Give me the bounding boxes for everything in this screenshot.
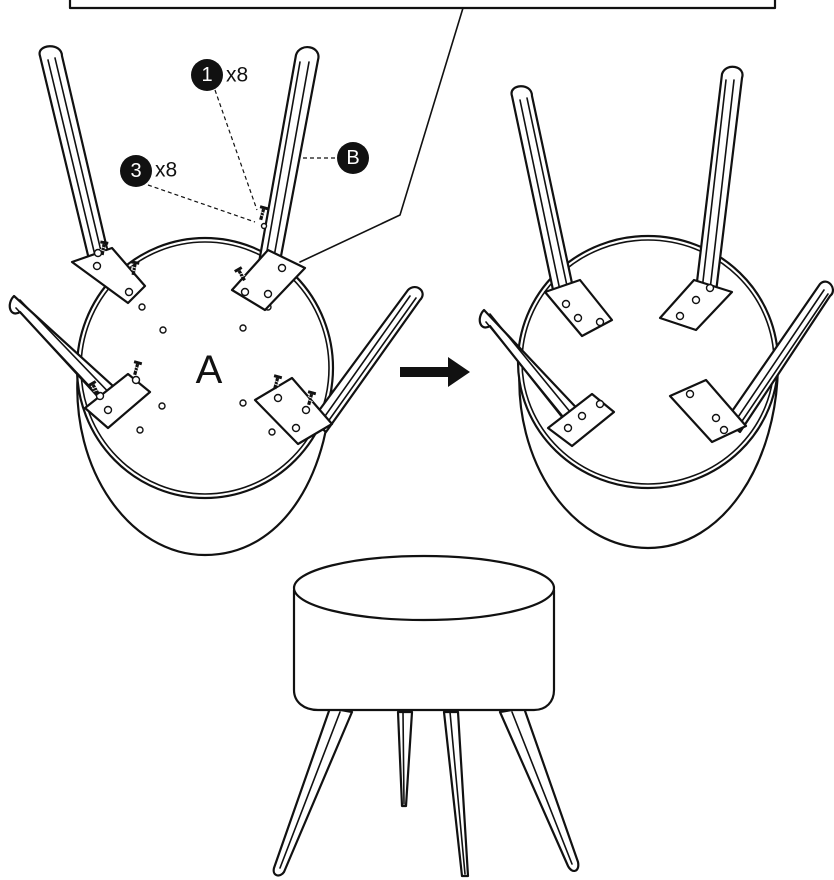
- callout-partB: B: [337, 142, 369, 174]
- callout-part1: 1 x8: [191, 59, 248, 91]
- stool-leg-back-left: [398, 712, 412, 806]
- stool-seat-top: [294, 556, 554, 620]
- arrow-right-icon: [400, 357, 470, 387]
- stool-leg-front-left: [274, 708, 352, 875]
- part1-number: 1: [201, 64, 212, 86]
- part3-number: 3: [130, 160, 141, 182]
- partB-letter: B: [346, 147, 359, 169]
- leader-part1: [215, 90, 257, 210]
- leader-part3: [148, 185, 255, 222]
- washer-icon: [262, 224, 267, 229]
- part3-quantity: x8: [155, 159, 177, 182]
- step-result: [480, 67, 833, 548]
- step-assembled-stool: [274, 556, 579, 876]
- callout-leader-line: [300, 8, 463, 262]
- callout-box-edge: [70, 0, 775, 8]
- step-attach-legs: A: [10, 46, 423, 555]
- stool-leg-back-right: [444, 712, 468, 876]
- callout-part3: 3 x8: [120, 155, 177, 187]
- seat-label: A: [196, 348, 223, 392]
- part1-quantity: x8: [226, 64, 248, 87]
- stool-leg-front-right: [500, 708, 578, 871]
